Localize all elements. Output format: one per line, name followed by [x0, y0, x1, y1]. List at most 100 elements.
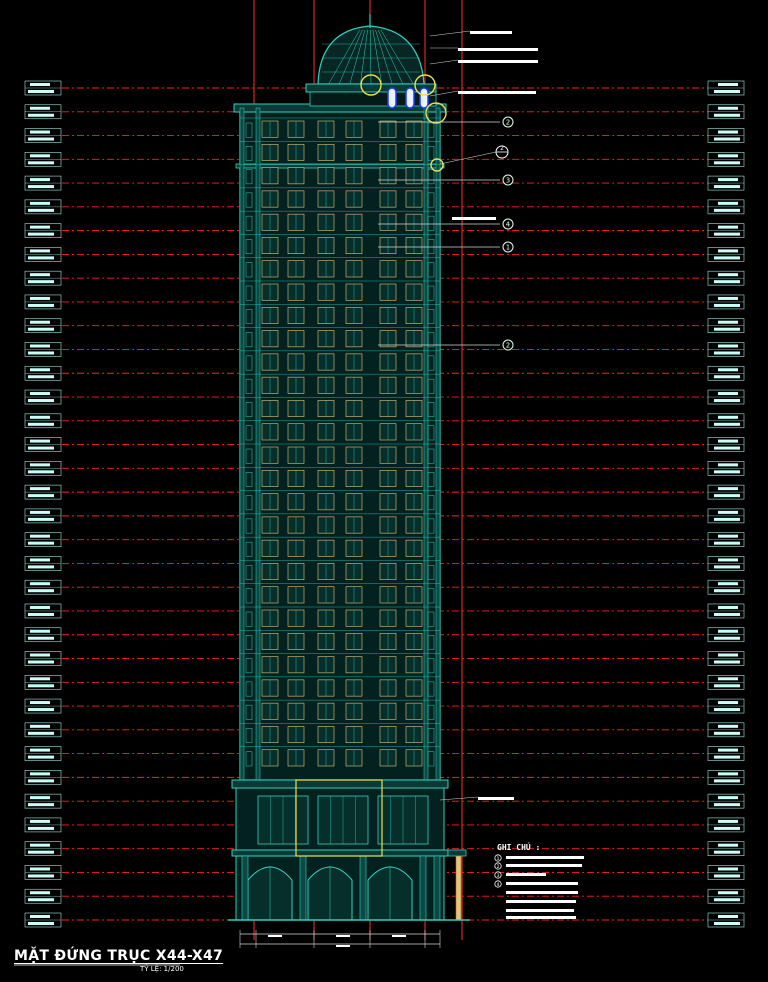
- side-window: [245, 309, 253, 324]
- level-tag-mark: [28, 541, 54, 545]
- podium-mid-cornice: [231, 849, 449, 857]
- side-window: [427, 541, 435, 557]
- level-tag-mark: [714, 422, 740, 426]
- level-tag-mark: [714, 517, 740, 521]
- callout-marker-number: 3: [506, 177, 510, 185]
- level-tag-mark: [28, 731, 54, 735]
- level-tag-mark: [718, 582, 738, 586]
- callout-marker: [502, 174, 514, 186]
- scale-label: TỶ LỆ: 1/200: [140, 965, 184, 973]
- side-window: [245, 472, 253, 487]
- level-tag-mark: [28, 755, 54, 759]
- legend-marker-number: 3: [497, 873, 500, 879]
- dome-drum: [309, 91, 437, 107]
- side-window: [245, 751, 253, 767]
- section-marker-number: 2: [500, 145, 504, 152]
- level-tag-mark: [28, 850, 54, 854]
- dome-rib: [328, 29, 360, 85]
- side-window: [427, 378, 435, 394]
- level-tag-mark: [714, 898, 740, 902]
- side-window: [245, 215, 253, 231]
- level-tag-mark: [714, 303, 740, 307]
- level-tag-mark: [714, 803, 740, 807]
- section-leader: [439, 151, 497, 165]
- side-window: [245, 402, 253, 417]
- podium-column: [359, 855, 367, 921]
- level-tag-mark: [714, 636, 740, 640]
- side-window: [427, 239, 435, 254]
- level-tag-mark: [714, 161, 740, 165]
- side-window: [245, 681, 253, 697]
- side-window: [245, 332, 253, 348]
- dome-rib: [375, 29, 393, 85]
- level-tag-mark: [30, 867, 50, 871]
- dimension-value-mark: [268, 935, 282, 937]
- level-tag-mark: [718, 320, 738, 324]
- level-tag-mark: [718, 748, 738, 752]
- side-window: [427, 146, 435, 161]
- level-tag-mark: [714, 755, 740, 759]
- callout-marker: [502, 218, 514, 230]
- level-tag-mark: [714, 922, 740, 925]
- level-tag-mark: [28, 399, 54, 403]
- level-tag-mark: [718, 677, 738, 681]
- level-tag-mark: [718, 796, 738, 800]
- dome-rib: [360, 29, 368, 85]
- podium-column: [433, 855, 441, 921]
- level-tag-mark: [714, 874, 740, 878]
- dome-window: [405, 87, 415, 109]
- annotation-note-bar: [458, 48, 538, 51]
- side-window: [245, 378, 253, 394]
- level-tag-mark: [28, 327, 54, 331]
- highlights: [295, 74, 447, 857]
- floor-levels: [24, 80, 745, 928]
- dimension-value-mark: [392, 935, 406, 937]
- side-window: [427, 658, 435, 674]
- side-window: [427, 495, 435, 511]
- level-tag-mark: [714, 708, 740, 712]
- annotation-note-bar: [458, 91, 536, 94]
- level-tag-mark: [714, 589, 740, 593]
- side-window: [245, 122, 253, 138]
- callout-marker: [502, 241, 514, 253]
- highlight-frame: [295, 779, 383, 857]
- level-tag-mark: [30, 130, 50, 134]
- drawing-title: MẶT ĐỨNG TRỤC X44-X47: [14, 948, 224, 964]
- side-window: [427, 635, 435, 650]
- level-tag-mark: [28, 446, 54, 450]
- legend-text-bar: [506, 900, 576, 903]
- side-window: [427, 332, 435, 348]
- level-tag-mark: [28, 161, 54, 165]
- side-window: [427, 169, 435, 185]
- podium-column: [299, 855, 307, 921]
- legend-marker-number: 2: [497, 864, 500, 870]
- level-tag-mark: [718, 392, 738, 396]
- side-window: [245, 518, 253, 534]
- side-window: [427, 751, 435, 767]
- level-tag-mark: [714, 494, 740, 498]
- level-tag-mark: [714, 327, 740, 331]
- side-window: [245, 565, 253, 580]
- legend-text-bar: [506, 864, 582, 867]
- level-tag-mark: [718, 701, 738, 705]
- side-window: [427, 355, 435, 371]
- side-window: [245, 355, 253, 371]
- level-tag-mark: [718, 605, 738, 609]
- level-tag-mark: [714, 280, 740, 284]
- level-tag-mark: [28, 826, 54, 830]
- legend-text-bar: [506, 909, 574, 912]
- level-tag-mark: [718, 629, 738, 633]
- level-tag-mark: [30, 677, 50, 681]
- level-tag-mark: [714, 232, 740, 236]
- legend-text-bar: [506, 916, 576, 919]
- level-tag-mark: [30, 629, 50, 633]
- level-tag-mark: [714, 850, 740, 854]
- level-tag-mark: [718, 83, 738, 86]
- callout-marker-number: 2: [506, 119, 510, 127]
- level-tag-mark: [30, 344, 50, 348]
- level-tag-mark: [714, 351, 740, 355]
- callout-marker-number: 1: [506, 244, 510, 252]
- level-tag-mark: [718, 296, 738, 300]
- side-window: [245, 425, 253, 441]
